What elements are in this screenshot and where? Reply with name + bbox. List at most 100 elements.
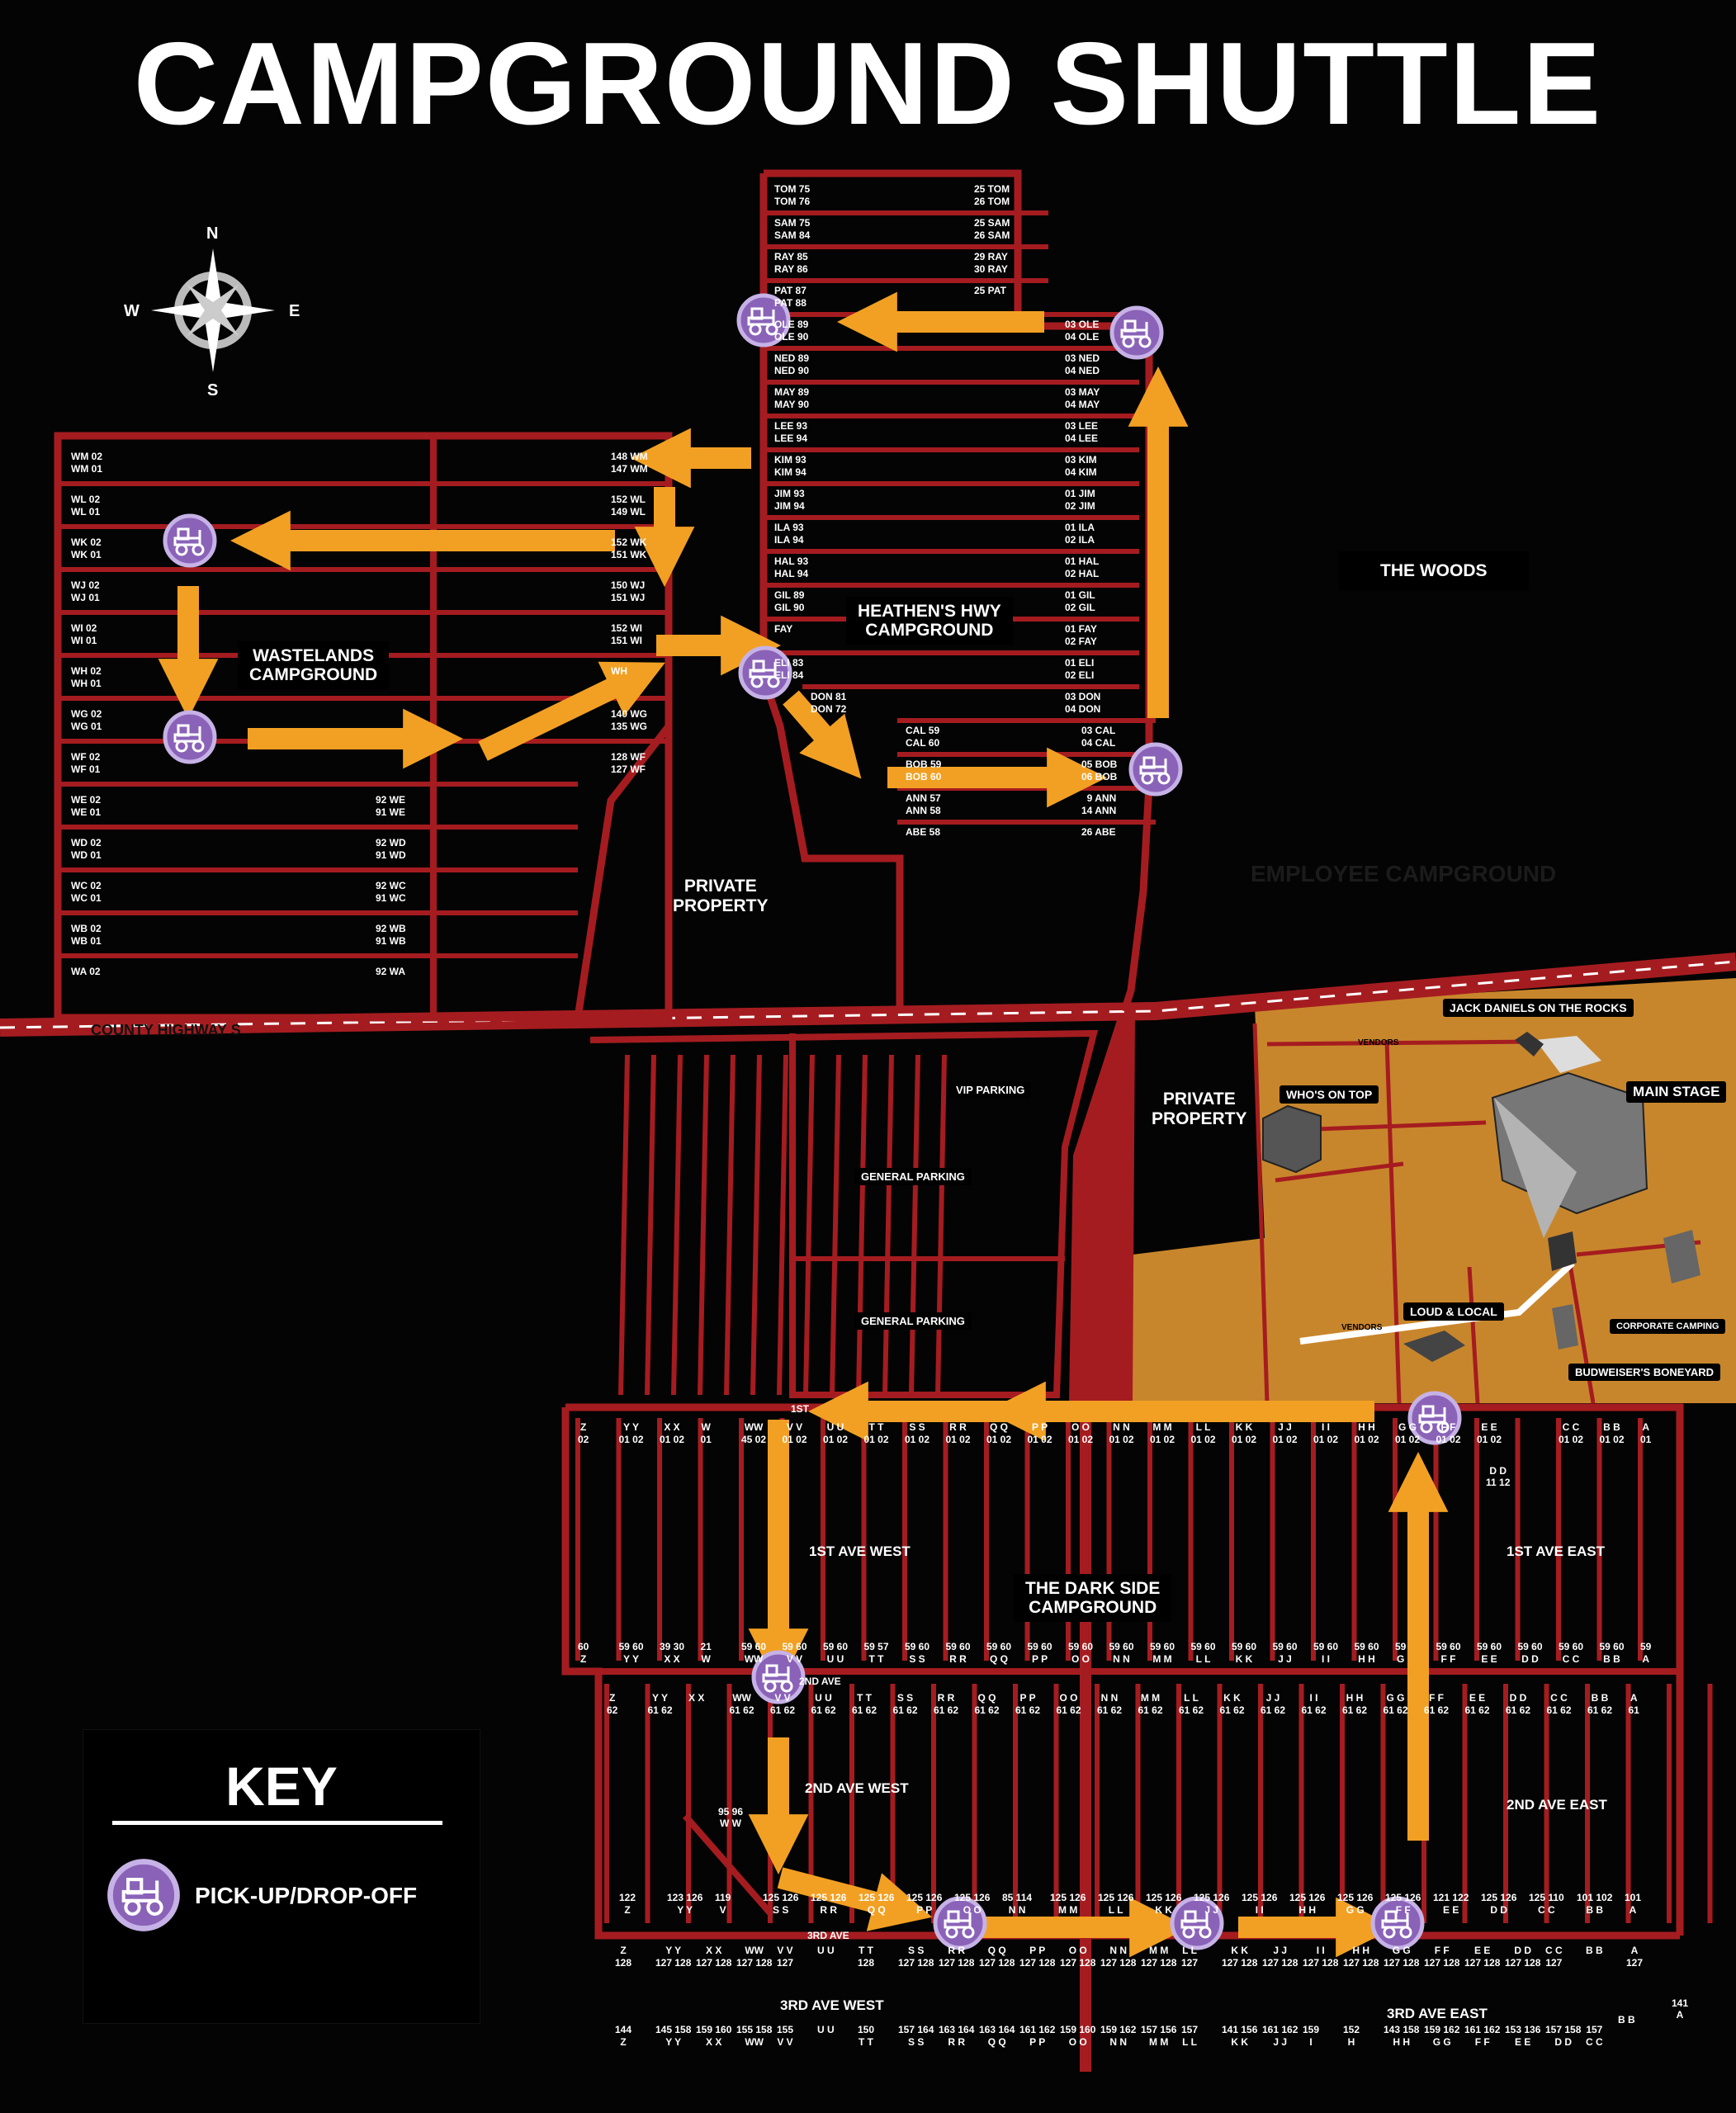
darkside-site: S S 127 128	[898, 1945, 934, 1969]
darkside-site: 125 126 K K	[1146, 1892, 1182, 1916]
darkside-site: H H 61 62	[1342, 1692, 1368, 1716]
darkside-site: 59 60 O O	[1068, 1641, 1094, 1665]
darkside-site: A 01	[1640, 1421, 1652, 1445]
darkside-site: E E 01 02	[1477, 1421, 1502, 1445]
darkside-site: 59 60 F F	[1436, 1641, 1461, 1665]
darkside-site: 159 162 N N	[1100, 2024, 1137, 2048]
darkside-site: R R 61 62	[934, 1692, 959, 1716]
heathens-site: 01 JIM 02 JIM	[1065, 488, 1095, 512]
site-bb-bottom: B B	[1618, 2014, 1635, 2026]
parking-lane	[645, 1054, 656, 1396]
heathens-site: JIM 93 JIM 94	[774, 488, 805, 512]
compass-n: N	[206, 225, 219, 243]
heathens-site: MAY 89 MAY 90	[774, 386, 810, 410]
darkside-site: 59 60 U U	[823, 1641, 849, 1665]
key-pickup-label: PICK-UP/DROP-OFF	[195, 1883, 418, 1908]
wastelands-site: WH 02 WH 01	[71, 665, 102, 689]
darkside-site: 59 60 Q Q	[986, 1641, 1012, 1665]
budweiser-tag: BUDWEISER'S BONEYARD	[1568, 1364, 1721, 1381]
darkside-site: M M 61 62	[1138, 1692, 1163, 1716]
parking-lane	[724, 1054, 736, 1396]
darkside-site: 125 126 R R	[811, 1892, 847, 1916]
wastelands-site: 92 WB 91 WB	[376, 923, 406, 947]
darkside-site: 141 156 K K	[1222, 2024, 1258, 2048]
whos-on-top-tag: WHO'S ON TOP	[1280, 1085, 1379, 1104]
darkside-site: J J 127 128	[1262, 1945, 1298, 1969]
wastelands-site: WD 02 WD 01	[71, 837, 102, 861]
heathens-site: 03 LEE 04 LEE	[1065, 420, 1099, 444]
wastelands-site: WG 02 WG 01	[71, 708, 102, 732]
heathens-site: 03 MAY 04 MAY	[1065, 386, 1100, 410]
first-ave-east: 1ST AVE EAST	[1507, 1543, 1606, 1559]
parking-lane	[935, 1054, 947, 1396]
wastelands-site: WC 02 WC 01	[71, 880, 102, 904]
heathens-site: PAT 87 PAT 88	[774, 285, 807, 309]
darkside-site: G G 127 128	[1384, 1945, 1420, 1969]
heathens-site: GIL 89 GIL 90	[774, 589, 805, 613]
pickup-dropoff-tractor-icon[interactable]	[165, 516, 215, 565]
darkside-site: 59 60 M M	[1150, 1641, 1175, 1665]
pickup-dropoff-tractor-icon[interactable]	[1112, 308, 1161, 357]
darkside-site: 59 60 J J	[1272, 1641, 1298, 1665]
shuttle-route-arrow	[478, 661, 665, 761]
darkside-site: 59 60 H H	[1354, 1641, 1379, 1665]
darkside-site: T T 61 62	[852, 1692, 877, 1716]
map-key: KEY PICK-UP/DROP-OFF	[83, 1729, 480, 2024]
darkside-site: H H 01 02	[1354, 1421, 1379, 1445]
darkside-site: U U 01 02	[823, 1421, 849, 1445]
darkside-site: B B	[1586, 1945, 1603, 1956]
darkside-site: 157 C C	[1586, 2024, 1603, 2048]
darkside-site: 163 164 Q Q	[979, 2024, 1015, 2048]
darkside-site: 161 162 F F	[1464, 2024, 1501, 2048]
heathens-site: ANN 57 ANN 58	[906, 792, 941, 816]
darkside-site: N N 127 128	[1100, 1945, 1137, 1969]
general-parking-2: GENERAL PARKING	[854, 1312, 972, 1330]
darkside-site: 101 102 B B	[1577, 1892, 1613, 1916]
pickup-dropoff-tractor-icon[interactable]	[1131, 745, 1180, 794]
parking-lane	[618, 1054, 630, 1396]
pickup-dropoff-tractor-icon[interactable]	[165, 712, 215, 762]
darkside-site: I I 01 02	[1313, 1421, 1339, 1445]
darkside-site: 150 T T	[858, 2024, 875, 2048]
main-stage-tag: MAIN STAGE	[1626, 1081, 1727, 1103]
darkside-site: 59 60 E E	[1477, 1641, 1502, 1665]
wastelands-site: 148 WM 147 WM	[611, 451, 648, 475]
darkside-site: 101 A	[1625, 1892, 1642, 1916]
wastelands-site: 152 WI 151 WI	[611, 622, 643, 646]
darkside-site: B B 61 62	[1587, 1692, 1613, 1716]
site-dd: D D 11 12	[1486, 1465, 1511, 1488]
wastelands-site: 140 WG 135 WG	[611, 708, 648, 732]
wastelands-label: WASTELANDS CAMPGROUND	[238, 641, 390, 689]
darkside-site: T T 01 02	[863, 1421, 889, 1445]
darkside-site: M M 127 128	[1141, 1945, 1177, 1969]
darkside-site: 59 60 N N	[1109, 1641, 1134, 1665]
darkside-site: K K 61 62	[1219, 1692, 1245, 1716]
darkside-site: E E 127 128	[1464, 1945, 1501, 1969]
heathens-site: KIM 93 KIM 94	[774, 454, 807, 478]
heathens-site: TOM 75 TOM 76	[774, 183, 811, 207]
heathens-site: 29 RAY 30 RAY	[974, 251, 1008, 275]
darkside-site: 125 126 I I	[1242, 1892, 1278, 1916]
wastelands-site: 92 WC 91 WC	[376, 880, 406, 904]
darkside-site: 39 30 X X	[660, 1641, 685, 1665]
darkside-site: 144 Z	[615, 2024, 632, 2048]
heathens-site: 01 HAL 02 HAL	[1065, 555, 1100, 579]
wastelands-site: WB 02 WB 01	[71, 923, 102, 947]
loud-local-tag: LOUD & LOCAL	[1403, 1302, 1504, 1321]
darkside-site: P P 61 62	[1015, 1692, 1041, 1716]
darkside-site: X X 127 128	[696, 1945, 732, 1969]
darkside-site: 125 126 D D	[1481, 1892, 1517, 1916]
heathens-site: BOB 59 BOB 60	[906, 759, 942, 782]
heathens-site: 03 OLE 04 OLE	[1065, 319, 1100, 343]
parking-lane	[750, 1054, 762, 1396]
darkside-site: O O 01 02	[1068, 1421, 1094, 1445]
darkside-site: Q Q 01 02	[986, 1421, 1012, 1445]
darkside-site: 159 I	[1303, 2024, 1320, 2048]
darkside-site: 59 G	[1395, 1641, 1407, 1665]
vendors-label-2: VENDORS	[1341, 1323, 1383, 1332]
wastelands-site: WK 02 WK 01	[71, 537, 102, 560]
darkside-site: 59 60 C C	[1559, 1641, 1584, 1665]
darkside-site: L L 61 62	[1179, 1692, 1204, 1716]
darkside-site: F F 01 02	[1436, 1421, 1461, 1445]
